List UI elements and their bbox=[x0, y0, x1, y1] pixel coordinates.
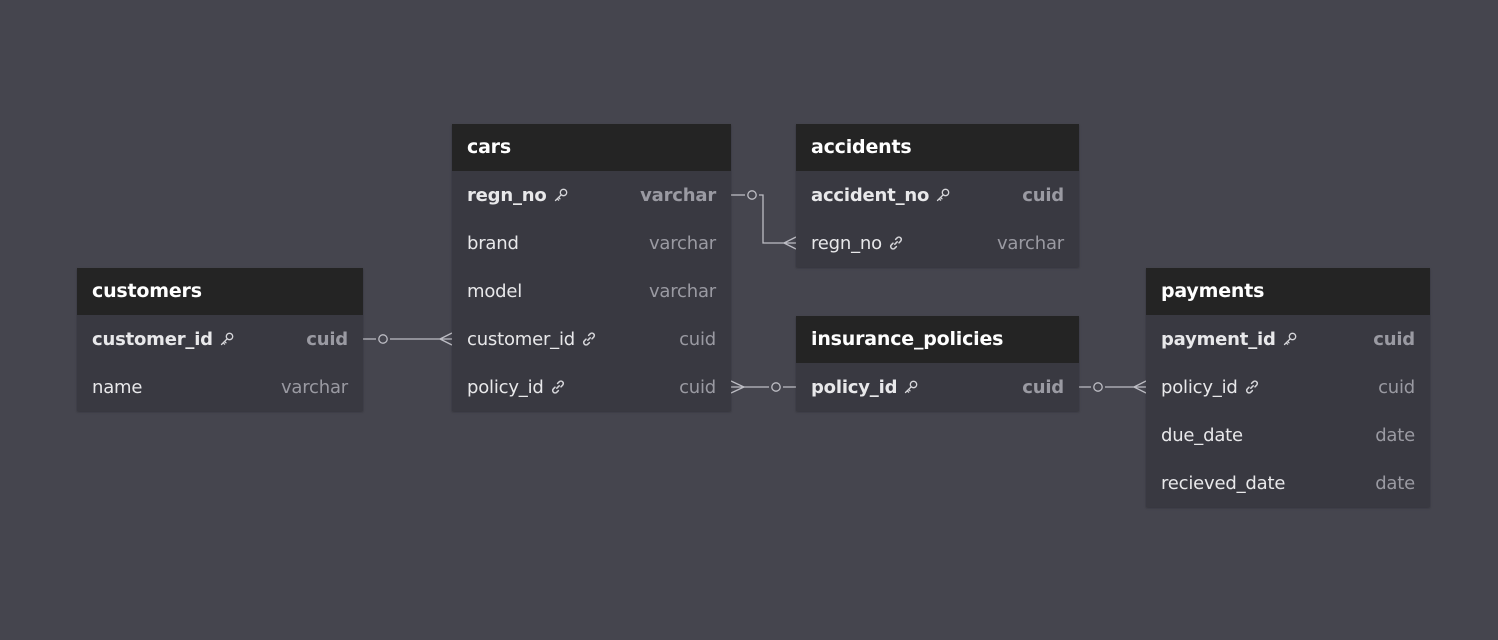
link-icon bbox=[581, 331, 597, 347]
field-row-regn-no[interactable]: regn_no varchar bbox=[452, 171, 731, 219]
field-type: cuid bbox=[679, 328, 716, 350]
field-name: model bbox=[467, 280, 523, 302]
field-type: cuid bbox=[679, 376, 716, 398]
field-row-name[interactable]: name varchar bbox=[77, 363, 363, 411]
entity-title: cars bbox=[452, 124, 731, 171]
field-type: varchar bbox=[996, 232, 1064, 254]
connector-one-marker bbox=[1093, 382, 1103, 392]
link-icon bbox=[888, 235, 904, 251]
key-icon bbox=[903, 379, 919, 395]
field-row-policy-id[interactable]: policy_id cuid bbox=[1146, 363, 1430, 411]
entity-payments[interactable]: payments payment_id cuid policy_id cuid … bbox=[1146, 268, 1430, 507]
link-icon bbox=[1244, 379, 1260, 395]
connector-many-marker bbox=[730, 380, 746, 394]
field-type: varchar bbox=[648, 280, 716, 302]
connector-many-marker bbox=[439, 332, 453, 346]
field-row-accident-no[interactable]: accident_no cuid bbox=[796, 171, 1079, 219]
field-name: regn_no bbox=[467, 184, 547, 206]
field-type: date bbox=[1375, 424, 1415, 446]
field-type: varchar bbox=[280, 376, 348, 398]
entity-cars[interactable]: cars regn_no varchar brand varchar model… bbox=[452, 124, 731, 411]
field-name: due_date bbox=[1161, 424, 1243, 446]
field-name: policy_id bbox=[467, 376, 544, 398]
field-name: accident_no bbox=[811, 184, 930, 206]
field-row-policy-id[interactable]: policy_id cuid bbox=[452, 363, 731, 411]
connector-many-marker bbox=[783, 236, 797, 250]
field-name: payment_id bbox=[1161, 328, 1276, 350]
entity-insurance-policies[interactable]: insurance_policies policy_id cuid bbox=[796, 316, 1079, 411]
field-type: cuid bbox=[1022, 184, 1064, 206]
field-row-model[interactable]: model varchar bbox=[452, 267, 731, 315]
field-type: cuid bbox=[1022, 376, 1064, 398]
field-name: name bbox=[92, 376, 143, 398]
entity-title: customers bbox=[77, 268, 363, 315]
key-icon bbox=[935, 187, 951, 203]
field-type: cuid bbox=[1378, 376, 1415, 398]
field-type: cuid bbox=[306, 328, 348, 350]
field-row-recieved-date[interactable]: recieved_date date bbox=[1146, 459, 1430, 507]
entity-customers[interactable]: customers customer_id cuid name varchar bbox=[77, 268, 363, 411]
field-row-payment-id[interactable]: payment_id cuid bbox=[1146, 315, 1430, 363]
key-icon bbox=[219, 331, 235, 347]
field-type: varchar bbox=[640, 184, 716, 206]
field-type: cuid bbox=[1373, 328, 1415, 350]
connector-one-marker bbox=[747, 190, 757, 200]
entity-title: insurance_policies bbox=[796, 316, 1079, 363]
entity-title: accidents bbox=[796, 124, 1079, 171]
connector-cars-accidents-line bbox=[759, 194, 796, 244]
field-row-brand[interactable]: brand varchar bbox=[452, 219, 731, 267]
field-row-policy-id[interactable]: policy_id cuid bbox=[796, 363, 1079, 411]
connector-one-marker bbox=[771, 382, 781, 392]
connector-many-marker bbox=[1133, 380, 1147, 394]
field-type: varchar bbox=[648, 232, 716, 254]
field-row-regn-no[interactable]: regn_no varchar bbox=[796, 219, 1079, 267]
field-name: customer_id bbox=[467, 328, 575, 350]
entity-title: payments bbox=[1146, 268, 1430, 315]
field-name: recieved_date bbox=[1161, 472, 1286, 494]
key-icon bbox=[1282, 331, 1298, 347]
field-name: policy_id bbox=[811, 376, 898, 398]
key-icon bbox=[553, 187, 569, 203]
connector-one-marker bbox=[378, 334, 388, 344]
field-name: policy_id bbox=[1161, 376, 1238, 398]
field-name: regn_no bbox=[811, 232, 882, 254]
field-row-customer-id[interactable]: customer_id cuid bbox=[77, 315, 363, 363]
field-name: brand bbox=[467, 232, 519, 254]
link-icon bbox=[550, 379, 566, 395]
field-name: customer_id bbox=[92, 328, 213, 350]
field-row-due-date[interactable]: due_date date bbox=[1146, 411, 1430, 459]
entity-accidents[interactable]: accidents accident_no cuid regn_no varch… bbox=[796, 124, 1079, 267]
field-type: date bbox=[1375, 472, 1415, 494]
field-row-customer-id[interactable]: customer_id cuid bbox=[452, 315, 731, 363]
